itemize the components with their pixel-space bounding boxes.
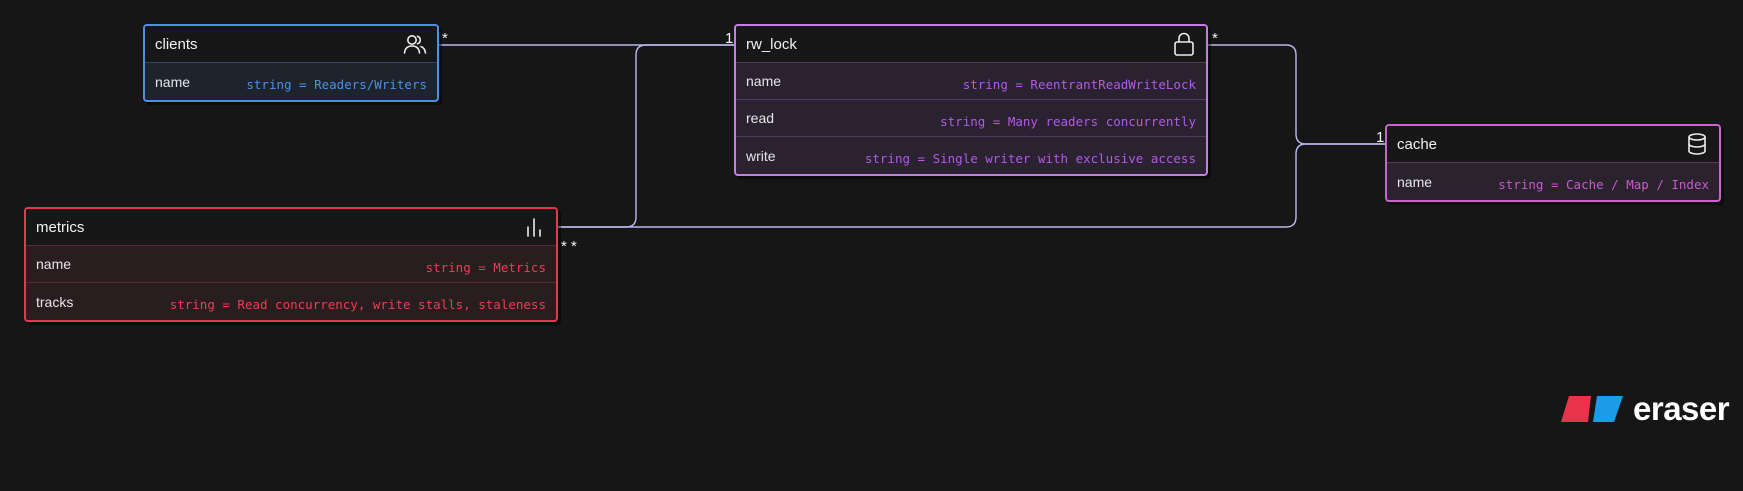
field-type: string = Read concurrency, write stalls,…: [169, 297, 546, 312]
connector-metrics-cache: [556, 143, 1385, 228]
cardinality-rwlock-one-a: 1: [725, 30, 734, 47]
eraser-logo: eraser: [1561, 390, 1730, 428]
entity-header: cache: [1387, 126, 1719, 163]
field-row: tracks string = Read concurrency, write …: [26, 283, 556, 320]
lock-icon: [1171, 31, 1197, 57]
field-name: name: [155, 73, 191, 90]
field-type: string = ReentrantReadWriteLock: [962, 76, 1196, 92]
field-row: name string = Readers/Writers: [145, 63, 437, 100]
entity-header: clients: [145, 26, 437, 63]
entity-header: metrics: [26, 209, 556, 246]
field-name: read: [746, 110, 775, 126]
field-type: string = Readers/Writers: [246, 77, 427, 92]
entity-title: cache: [1397, 135, 1438, 153]
entity-header: rw_lock: [736, 26, 1206, 63]
field-type: string = Many readers concurrently: [940, 113, 1196, 129]
connector-metrics-rwlock: [556, 44, 734, 228]
field-name: name: [746, 73, 782, 89]
entity-title: metrics: [36, 218, 85, 236]
eraser-logo-mark: [1561, 396, 1623, 422]
field-type: string = Metrics: [425, 259, 546, 275]
field-name: name: [1397, 173, 1433, 190]
cardinality-metrics-many-a: *: [561, 238, 567, 255]
cardinality-cache-one-a: 1: [1376, 129, 1385, 146]
entity-cache[interactable]: cache name string = Cache / Map / Index: [1385, 124, 1721, 202]
cardinality-rwlock-many: *: [1212, 30, 1218, 47]
bar-chart-icon: [521, 214, 547, 240]
entity-title: rw_lock: [746, 35, 797, 53]
field-row: name string = Cache / Map / Index: [1387, 163, 1719, 200]
connector-rwlock-cache: [1208, 44, 1385, 145]
field-row: read string = Many readers concurrently: [736, 100, 1206, 137]
entity-clients[interactable]: clients name string = Readers/Writers: [143, 24, 439, 102]
field-row: write string = Single writer with exclus…: [736, 137, 1206, 174]
field-row: name string = Metrics: [26, 246, 556, 283]
field-type: string = Single writer with exclusive ac…: [864, 151, 1196, 166]
field-name: write: [746, 147, 776, 164]
entity-title: clients: [155, 35, 198, 53]
entity-metrics[interactable]: metrics name string = Metrics tracks str…: [24, 207, 558, 322]
cardinality-clients-many: *: [442, 30, 448, 47]
field-type: string = Cache / Map / Index: [1498, 177, 1709, 192]
field-name: tracks: [36, 293, 74, 310]
field-name: name: [36, 256, 72, 272]
users-icon: [402, 31, 428, 57]
field-row: name string = ReentrantReadWriteLock: [736, 63, 1206, 100]
database-icon: [1684, 131, 1710, 157]
cardinality-metrics-many-b: *: [571, 238, 577, 255]
entity-rw-lock[interactable]: rw_lock name string = ReentrantReadWrite…: [734, 24, 1208, 176]
eraser-logo-text: eraser: [1633, 390, 1730, 427]
